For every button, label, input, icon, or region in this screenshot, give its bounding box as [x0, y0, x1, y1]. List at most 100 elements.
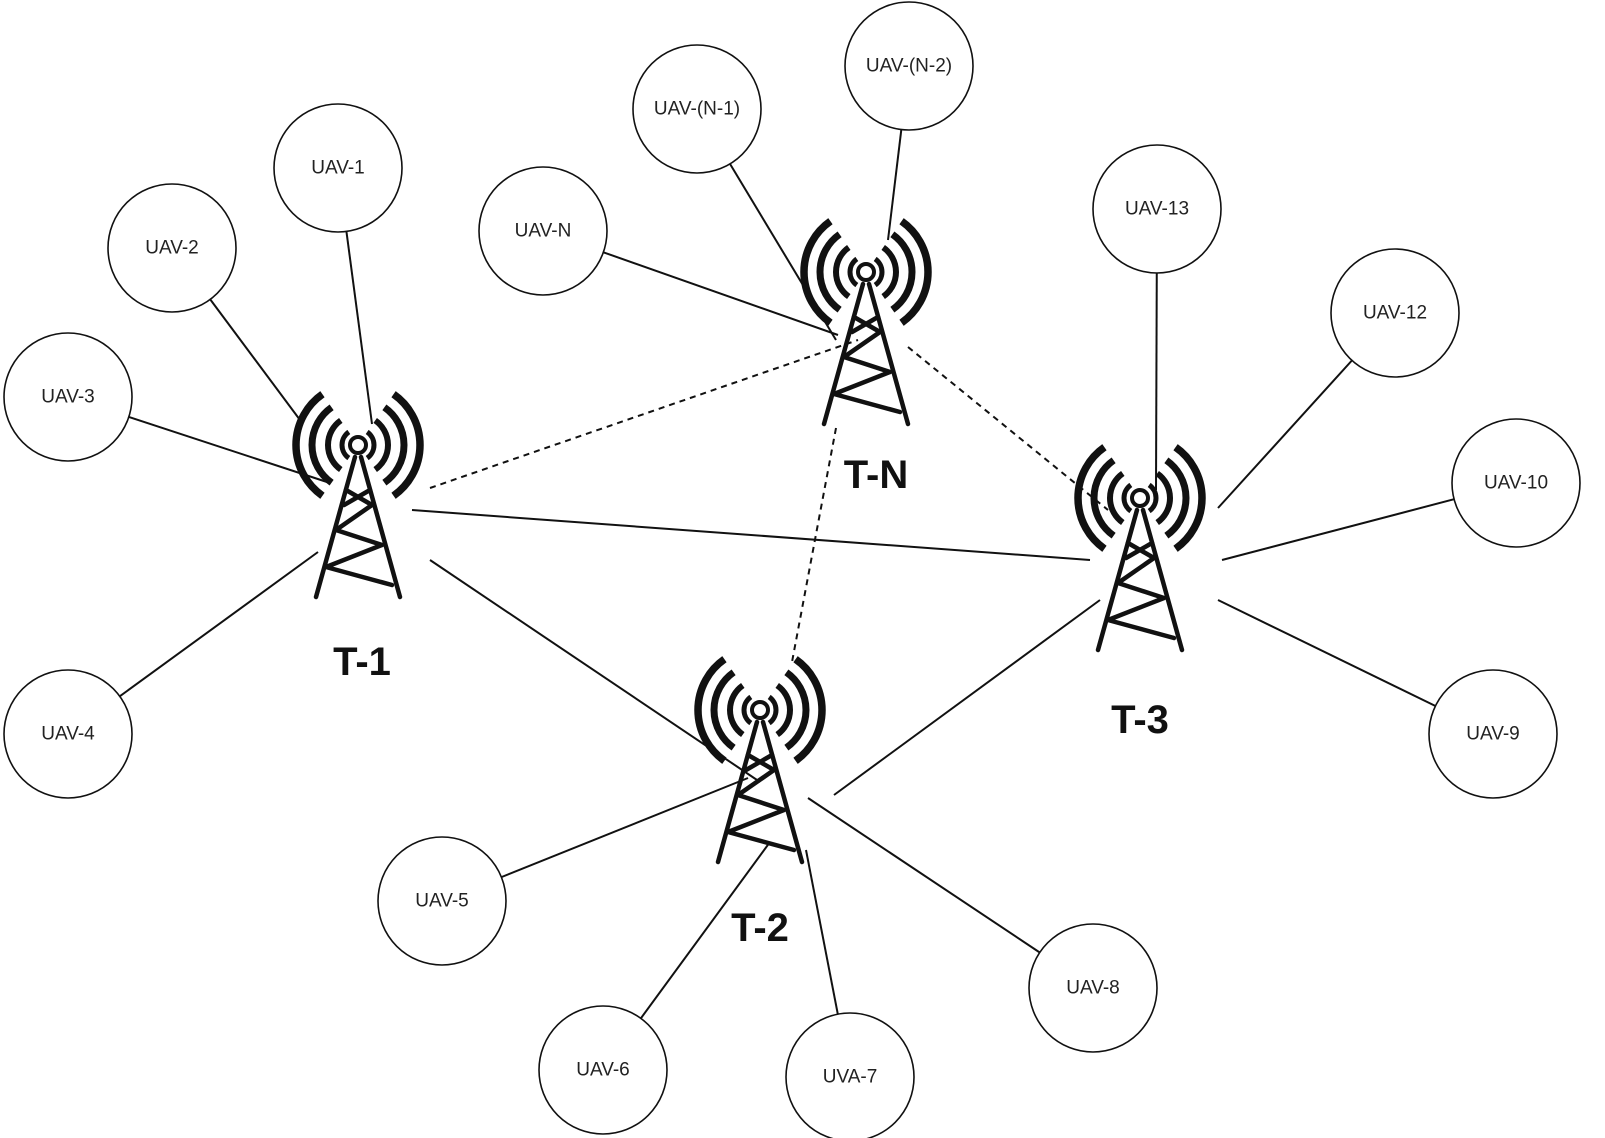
- signal-wave-right: [365, 429, 377, 461]
- signal-wave-right: [890, 231, 916, 313]
- uav-node-circle: [632, 44, 762, 174]
- tower-label: T-3: [1111, 698, 1169, 742]
- uav-node-uav-8: UAV-8: [1028, 923, 1158, 1053]
- tower-leg-right: [1140, 507, 1185, 653]
- uav-label: UAV-10: [1484, 473, 1548, 494]
- uav-link-uav-10: [1221, 498, 1455, 561]
- tower-t-3: T-3: [1074, 444, 1206, 742]
- uav-node-circle: [478, 166, 608, 296]
- uav-node-circle: [1028, 923, 1158, 1053]
- tower-beacon: [1130, 488, 1150, 508]
- signal-wave-right: [881, 244, 899, 300]
- uav-node-uav-1: UAV-1: [273, 103, 403, 233]
- tower-leg-right: [358, 454, 403, 600]
- signal-wave-left: [325, 417, 343, 473]
- signal-wave-left: [727, 682, 745, 738]
- tower-bracing: [849, 314, 881, 335]
- uav-label: UAV-(N-2): [866, 56, 952, 77]
- uav-link-uva-7: [805, 849, 839, 1015]
- cell-tower-icon: [292, 391, 424, 600]
- uav-node-uav-n: UAV-N: [478, 166, 608, 296]
- uav-node-circle: [273, 103, 403, 233]
- signal-wave-left: [1090, 457, 1116, 539]
- signal-wave-right: [373, 417, 391, 473]
- tower-bracing: [831, 314, 903, 415]
- signal-wave-left: [694, 656, 727, 764]
- links-layer: [119, 129, 1455, 1019]
- uav-label: UAV-8: [1066, 978, 1120, 999]
- uav-label: UAV-N: [515, 221, 572, 242]
- uav-link-uav-4: [119, 551, 319, 698]
- uav-label: UAV-12: [1363, 303, 1427, 324]
- uav-link-uav-8: [807, 797, 1041, 954]
- signal-wave-left: [1121, 482, 1133, 514]
- tower-link-t-2-t-3: [833, 599, 1101, 796]
- uav-label: UAV-4: [41, 724, 95, 745]
- uav-link-uav-6: [640, 841, 771, 1019]
- uav-node-uav-12: UAV-12: [1330, 248, 1460, 378]
- uav-node-circle: [1451, 418, 1581, 548]
- tower-label: T-2: [731, 906, 789, 950]
- uav-label: UAV-3: [41, 387, 95, 408]
- tower-t-2: T-2: [694, 656, 826, 950]
- uav-node-uav-9: UAV-9: [1428, 669, 1558, 799]
- signal-wave-right: [793, 656, 826, 764]
- towers-layer: T-1T-2 T-3 T-N: [292, 218, 1206, 950]
- tower-bracing: [1123, 540, 1155, 561]
- uav-node-uva-7: UVA-7: [785, 1012, 915, 1138]
- tower-label: T-N: [844, 453, 908, 497]
- uav-label: UAV-1: [311, 158, 365, 179]
- tower-bracing: [341, 487, 373, 508]
- uav-link-uav-9: [1217, 599, 1436, 707]
- cell-tower-icon: [694, 656, 826, 865]
- tower-leg-right: [866, 281, 911, 427]
- tower-link-t-1-t-3: [411, 509, 1091, 561]
- tower-beacon: [750, 700, 770, 720]
- uav-node-circle: [538, 1005, 668, 1135]
- uav-node-uav-4: UAV-4: [3, 669, 133, 799]
- tower-bracing: [1105, 540, 1177, 641]
- uav-link-uav-n-2: [887, 129, 903, 241]
- cell-tower-icon: [800, 218, 932, 427]
- signal-wave-left: [292, 391, 325, 499]
- uav-node-circle: [785, 1012, 915, 1138]
- uav-label: UVA-7: [823, 1067, 878, 1088]
- tower-link-t-n-t-2: [791, 427, 837, 663]
- signal-wave-left: [847, 256, 859, 288]
- signal-wave-right: [1155, 470, 1173, 526]
- signal-wave-left: [339, 429, 351, 461]
- signal-wave-right: [784, 669, 810, 751]
- uav-node-circle: [107, 183, 237, 313]
- uav-label: UAV-13: [1125, 199, 1189, 220]
- signal-wave-right: [775, 682, 793, 738]
- signal-wave-left: [833, 244, 851, 300]
- tower-leg-left: [1095, 507, 1140, 653]
- tower-link-t-1-t-n: [429, 339, 859, 489]
- signal-wave-right: [1164, 457, 1190, 539]
- signal-wave-right: [382, 404, 408, 486]
- uav-label: UAV-2: [145, 238, 199, 259]
- tower-label: T-1: [333, 640, 391, 684]
- uav-node-uav-13: UAV-13: [1092, 144, 1222, 274]
- uav-label: UAV-6: [576, 1060, 630, 1081]
- signal-wave-right: [1147, 482, 1159, 514]
- tower-leg-left: [821, 281, 866, 427]
- signal-wave-left: [1107, 470, 1125, 526]
- uav-label: UAV-5: [415, 891, 469, 912]
- uav-node-circle: [3, 332, 133, 462]
- signal-wave-left: [816, 231, 842, 313]
- uav-node-uav-n-2: UAV-(N-2): [844, 1, 974, 131]
- uav-link-uav-3: [128, 416, 331, 484]
- uav-node-circle: [377, 836, 507, 966]
- uav-node-uav-6: UAV-6: [538, 1005, 668, 1135]
- uav-link-uav-13: [1155, 272, 1158, 491]
- signal-wave-right: [1173, 444, 1206, 552]
- signal-wave-left: [308, 404, 334, 486]
- uav-node-uav-10: UAV-10: [1451, 418, 1581, 548]
- cell-tower-icon: [1074, 444, 1206, 653]
- uav-node-circle: [1428, 669, 1558, 799]
- tower-beacon: [348, 435, 368, 455]
- uav-node-uav-n-1: UAV-(N-1): [632, 44, 762, 174]
